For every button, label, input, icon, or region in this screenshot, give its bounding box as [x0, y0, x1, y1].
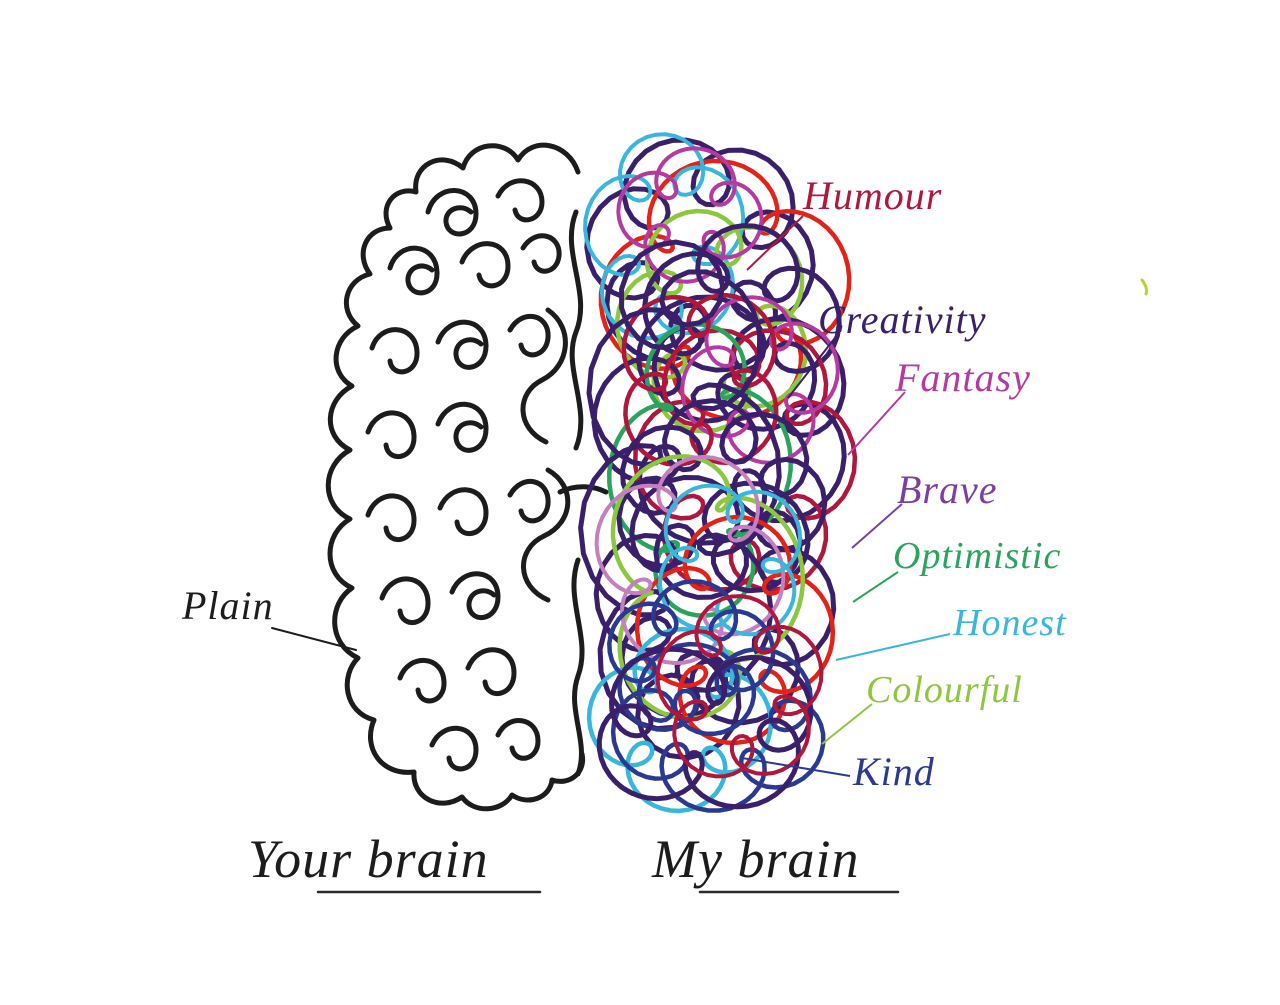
- hemisphere-bridge-line: [557, 484, 609, 495]
- trait-label-honest: Honest: [953, 602, 1067, 644]
- stray-mark: [1140, 278, 1148, 296]
- honest-leader-line: [835, 633, 951, 661]
- fantasy-leader-line: [847, 391, 906, 456]
- brave-leader-line: [851, 503, 903, 549]
- trait-label-creativity: Creativity: [818, 297, 987, 342]
- tangle-strand: [657, 483, 803, 637]
- trait-label-fantasy: Fantasy: [895, 355, 1031, 400]
- tangle-strand: [591, 294, 847, 546]
- left-brain-outline: [325, 142, 586, 812]
- tangle-strand: [596, 646, 814, 810]
- leader-lines: [741, 215, 951, 777]
- creativity-leader-line: [787, 333, 839, 399]
- trait-label-colourful: Colourful: [866, 669, 1023, 711]
- trait-label-kind: Kind: [853, 749, 935, 794]
- tangle-strand: [655, 594, 824, 779]
- left-brain-drawing: [271, 142, 609, 812]
- trait-label-humour: Humour: [803, 173, 943, 218]
- humour-leader-line: [746, 215, 804, 271]
- tangle-strand: [642, 223, 842, 432]
- right-brain-tangle: [578, 132, 858, 814]
- optimistic-leader-line: [852, 571, 899, 603]
- tangle-strand: [616, 146, 764, 284]
- plain-leader-line: [271, 627, 357, 651]
- kind-leader-line: [741, 757, 851, 777]
- plain-label: Plain: [182, 583, 274, 628]
- your-brain-caption: Your brain: [248, 829, 489, 889]
- my-brain-caption: My brain: [652, 829, 860, 889]
- trait-label-optimistic: Optimistic: [893, 535, 1062, 577]
- colourful-leader-line: [821, 703, 873, 745]
- trait-label-brave: Brave: [897, 467, 998, 512]
